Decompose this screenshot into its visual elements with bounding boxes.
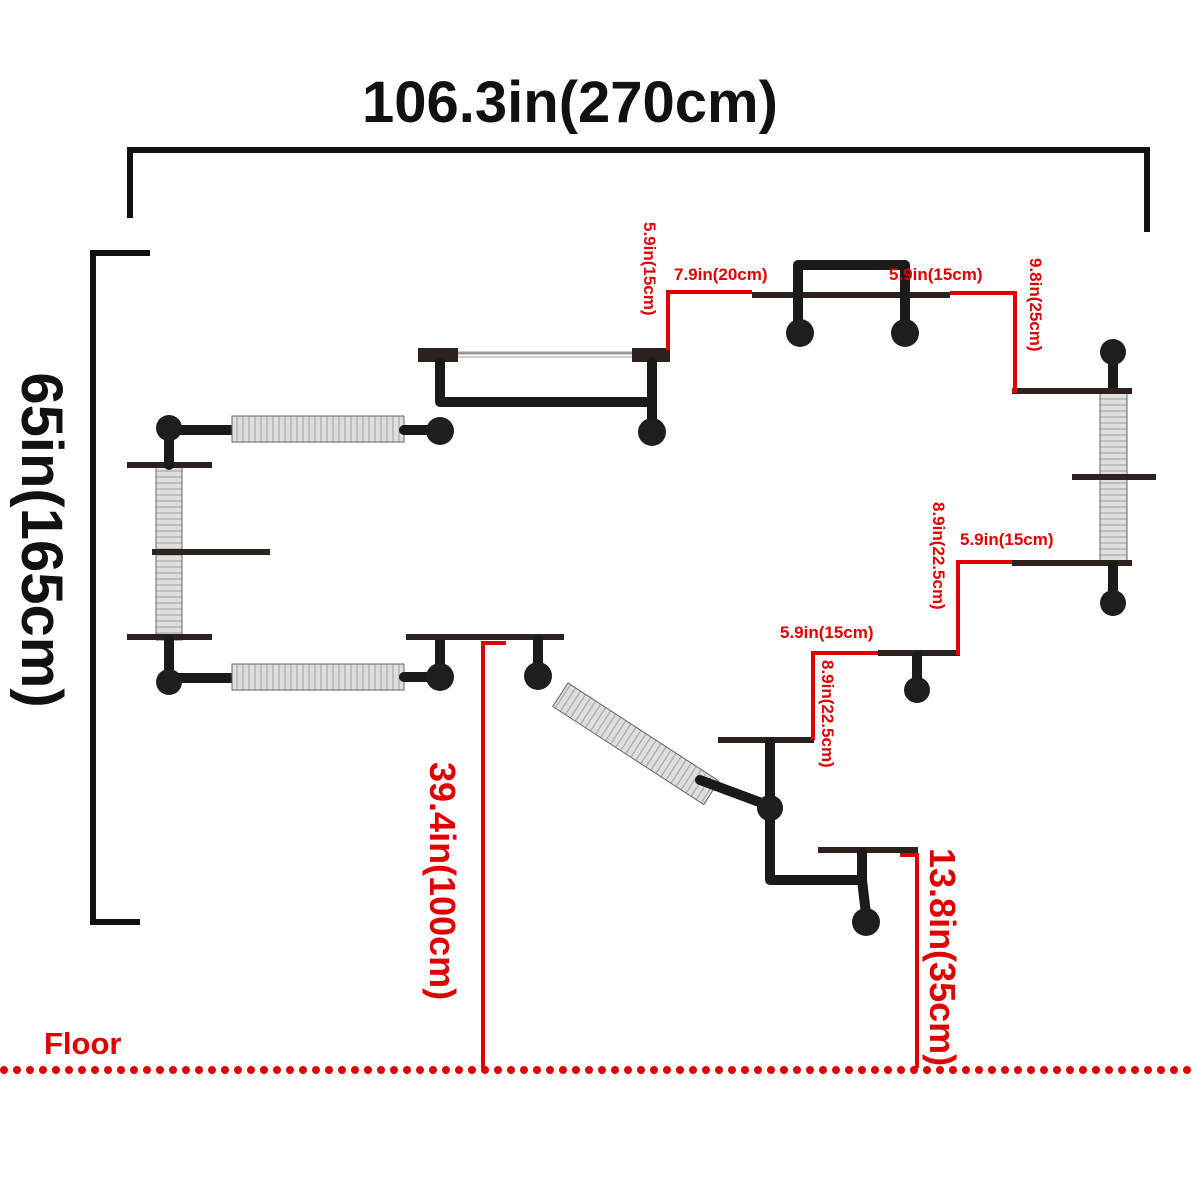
wall-flange-icon: [426, 417, 454, 445]
wall-flange-icon: [757, 795, 783, 821]
wall-flange-icon: [638, 418, 666, 446]
lower-rope-bridge: [231, 634, 564, 691]
step-shelf-lowest: [818, 847, 918, 885]
wall-flange-icon: [1100, 590, 1126, 616]
dim-floor-right: [900, 853, 919, 1068]
wall-flange-icon: [156, 669, 182, 695]
right-vertical-post: [1012, 339, 1156, 616]
wall-flange-icon: [156, 415, 182, 441]
left-vertical-post: [127, 415, 270, 695]
wall-flange-icon: [904, 677, 930, 703]
step-shelf-middle: [718, 737, 880, 936]
dim-top-left: [666, 290, 752, 350]
mid-drop-label: 8.9in(22.5cm): [818, 660, 837, 768]
floor-label: Floor: [44, 1026, 122, 1061]
top-right-gap-label: 5.9in(15cm): [889, 265, 983, 284]
step-shelf-upper: [878, 650, 960, 703]
right-gap-label: 5.9in(15cm): [960, 530, 1054, 549]
top-right-drop-label: 9.8in(25cm): [1026, 258, 1045, 352]
wall-flange-icon: [524, 662, 552, 690]
diagonal-ramp: [524, 635, 775, 811]
wall-flange-icon: [891, 319, 919, 347]
clear-bridge: [418, 348, 670, 446]
right-drop-label: 8.9in(22.5cm): [929, 502, 948, 610]
top-shelf: [752, 260, 950, 347]
upper-rope-bridge: [231, 415, 454, 445]
top-gap-label: 7.9in(20cm): [674, 265, 768, 284]
width-bracket: [127, 147, 1150, 232]
mid-gap-label: 5.9in(15cm): [780, 623, 874, 642]
wall-flange-icon: [786, 319, 814, 347]
height-bracket: [90, 250, 150, 925]
total-height-label: 65in(165cm): [9, 372, 74, 707]
dim-floor-left: [481, 641, 506, 1068]
wall-flange-icon: [426, 663, 454, 691]
wall-flange-icon: [852, 908, 880, 936]
wall-flange-icon: [1100, 339, 1126, 365]
dim-top-right: [950, 291, 1017, 393]
top-rise-label: 5.9in(15cm): [640, 222, 659, 316]
dim-mid-step: [811, 651, 878, 740]
floor-to-lowest-step-label: 13.8in(35cm): [922, 848, 963, 1066]
total-width-label: 106.3in(270cm): [362, 70, 778, 135]
dim-right-step: [956, 560, 1012, 655]
floor-to-low-step-label: 39.4in(100cm): [422, 762, 463, 1000]
